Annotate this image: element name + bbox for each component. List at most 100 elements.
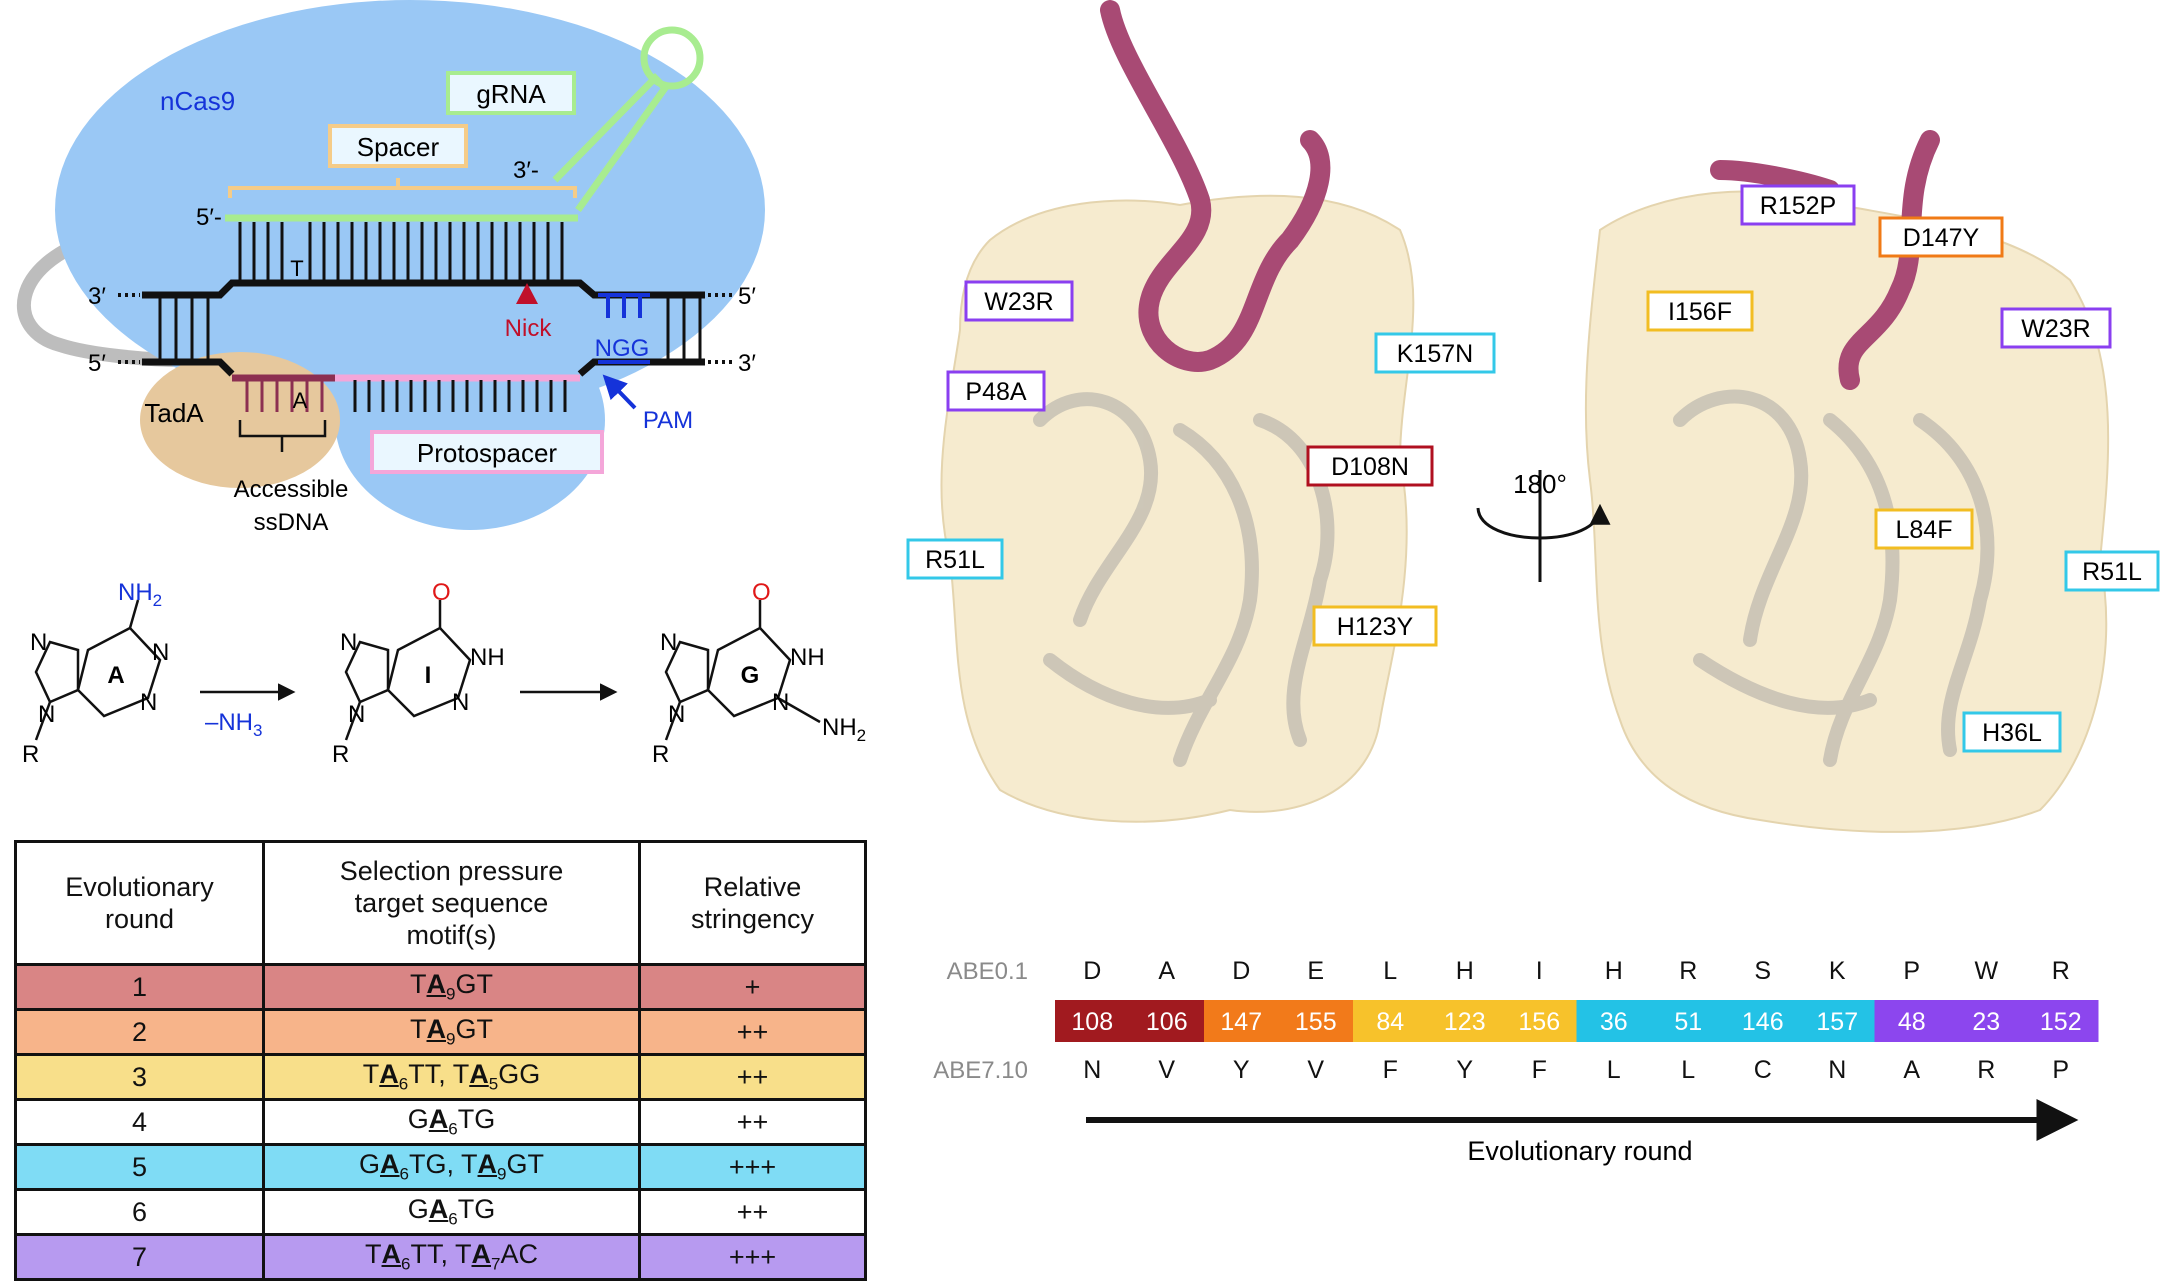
round-cell: 7 bbox=[14, 1233, 265, 1281]
svg-text:R51L: R51L bbox=[2082, 558, 2142, 586]
wildtype-residue: A bbox=[1158, 957, 1175, 985]
guanine-letter: G bbox=[741, 662, 760, 689]
motif-cell: TA6TT, TA7AC bbox=[262, 1233, 641, 1281]
mutation-label-i156f-back: I156F bbox=[1646, 290, 1754, 332]
figure-canvas: nCas9 gRNA Spacer 3′- 5′- T Nick bbox=[17, 0, 2160, 1166]
mutation-cell-106 bbox=[1129, 1000, 1205, 1042]
mutant-residue: L bbox=[1681, 1056, 1695, 1084]
protein-ribbons-front bbox=[1033, 392, 1335, 767]
mutant-residue: R bbox=[1977, 1056, 1995, 1084]
mutant-residue: Y bbox=[1233, 1056, 1250, 1084]
rotation-indicator: 180° bbox=[1476, 469, 1611, 582]
base-editor-schematic: nCas9 gRNA Spacer 3′- 5′- T Nick bbox=[17, 0, 765, 536]
motif-cell: GA6TG, TA9GT bbox=[262, 1143, 641, 1191]
inosine-letter: I bbox=[425, 662, 432, 689]
mutation-cell-155 bbox=[1278, 1000, 1354, 1042]
ncas9-label: nCas9 bbox=[160, 86, 235, 116]
mutation-label-r51l-front: R51L bbox=[906, 538, 1004, 580]
accessible-label-line1: Accessible bbox=[234, 476, 349, 503]
spacer-label-box bbox=[328, 124, 468, 168]
spacer-brace bbox=[228, 178, 577, 198]
mutant-residue: P bbox=[2052, 1056, 2069, 1084]
mutation-label-r51l-back: R51L bbox=[2064, 550, 2160, 592]
residue-position: 155 bbox=[1295, 1008, 1337, 1036]
evolution-arrow-label: Evolutionary round bbox=[1467, 1136, 1692, 1166]
guanine-n3: N bbox=[668, 701, 685, 728]
ssdna-a-base: A bbox=[293, 388, 308, 413]
guanine-amine: NH2 bbox=[822, 714, 866, 745]
mutant-residue: L bbox=[1607, 1056, 1621, 1084]
round-cell: 5 bbox=[14, 1143, 265, 1191]
inosine-n1: N bbox=[340, 629, 357, 656]
spacer-label: Spacer bbox=[357, 132, 440, 162]
wildtype-residue: E bbox=[1307, 957, 1324, 985]
stringency-cell: ++ bbox=[638, 1188, 867, 1236]
mutation-label-k157n-front: K157N bbox=[1374, 332, 1496, 374]
wildtype-residue: K bbox=[1829, 957, 1846, 985]
wildtype-residue: I bbox=[1536, 957, 1543, 985]
motif-cell: TA9GT bbox=[262, 963, 641, 1011]
grna-5prime-label: 5′- bbox=[196, 204, 222, 231]
mutant-residue: V bbox=[1307, 1056, 1324, 1084]
svg-text:D108N: D108N bbox=[1331, 453, 1409, 481]
mutant-residue: A bbox=[1903, 1056, 1920, 1084]
stringency-cell: ++ bbox=[638, 1053, 867, 1101]
adenine-letter: A bbox=[107, 662, 124, 689]
guanine-nh: NH bbox=[790, 644, 825, 671]
stringency-cell: +++ bbox=[638, 1233, 867, 1281]
svg-text:H36L: H36L bbox=[1982, 719, 2042, 747]
protein-ribbons-back bbox=[1673, 389, 1995, 767]
residue-position: 156 bbox=[1518, 1008, 1560, 1036]
duplex-base-pairs bbox=[158, 295, 702, 362]
dna-left-3prime: 3′ bbox=[88, 283, 106, 310]
ssdna-bases bbox=[353, 380, 567, 412]
mutation-label-w23r-front: W23R bbox=[964, 280, 1074, 322]
stringency-cell: +++ bbox=[638, 1143, 867, 1191]
motif-cell: TA9GT bbox=[262, 1008, 641, 1056]
adenine-structure bbox=[34, 599, 162, 741]
round-cell: 6 bbox=[14, 1188, 265, 1236]
dna-right-5prime: 5′ bbox=[738, 283, 756, 310]
mutation-cell-146 bbox=[1725, 1000, 1801, 1042]
mutation-label-w23r-back: W23R bbox=[2000, 307, 2112, 349]
mutation-label-h123y-front: H123Y bbox=[1312, 605, 1438, 647]
grna-dna-base-pairs bbox=[238, 222, 564, 283]
round-cell: 3 bbox=[14, 1053, 265, 1101]
residue-position: 106 bbox=[1146, 1008, 1188, 1036]
mutation-cell-156 bbox=[1502, 1000, 1577, 1042]
mutant-residue: N bbox=[1828, 1056, 1846, 1084]
wildtype-residue: H bbox=[1605, 957, 1623, 985]
residue-position: 23 bbox=[1972, 1008, 2000, 1036]
mutation-cells: D108NA106VD147YE155VL84FH123YI156FH36LR5… bbox=[1055, 957, 2099, 1084]
dna-right-3prime: 3′ bbox=[738, 350, 756, 377]
motif-cell: GA6TG bbox=[262, 1188, 641, 1236]
dna-left-5prime: 5′ bbox=[88, 350, 106, 377]
adenine-amine: NH2 bbox=[118, 579, 162, 610]
wildtype-residue: P bbox=[1903, 957, 1920, 985]
arrow1-label: –NH3 bbox=[205, 709, 262, 740]
ncas9-body bbox=[55, 0, 765, 420]
stringency-cell: ++ bbox=[638, 1098, 867, 1146]
adenine-n4: N bbox=[38, 701, 55, 728]
svg-text:I156F: I156F bbox=[1668, 298, 1732, 326]
wildtype-residue: D bbox=[1232, 957, 1250, 985]
residue-position: 108 bbox=[1071, 1008, 1113, 1036]
accessible-ssdna-bracket bbox=[238, 420, 327, 452]
tada-label: TadA bbox=[144, 398, 204, 428]
protein-structure-views: 180° W23R P48A R51L K157N D108N H123Y bbox=[906, 0, 2160, 833]
motif-cell: TA6TT, TA5GG bbox=[262, 1053, 641, 1101]
guanine-n1: N bbox=[660, 629, 677, 656]
mutation-cell-23 bbox=[1949, 1000, 2024, 1042]
wildtype-residue: R bbox=[1679, 957, 1697, 985]
residue-position: 48 bbox=[1898, 1008, 1926, 1036]
linker-strand bbox=[17, 231, 187, 367]
mutation-cell-84 bbox=[1353, 1000, 1428, 1042]
mutant-residue: N bbox=[1083, 1056, 1101, 1084]
residue-position: 147 bbox=[1220, 1008, 1262, 1036]
